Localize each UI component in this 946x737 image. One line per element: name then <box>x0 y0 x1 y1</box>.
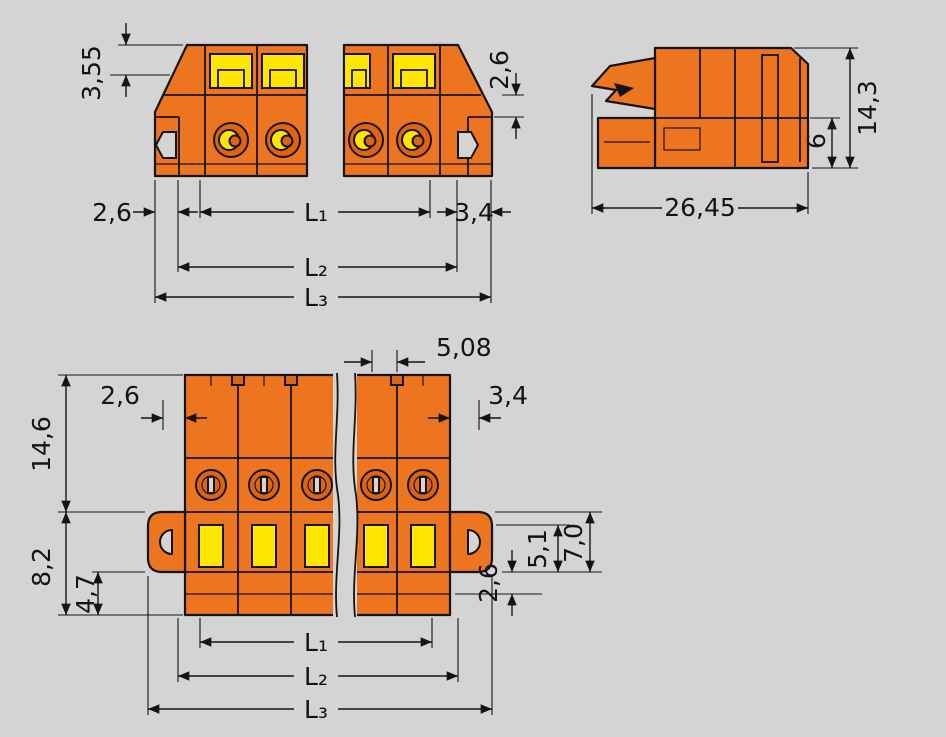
dim-front-34: 3,4 <box>454 198 494 227</box>
clamp-window <box>261 53 305 89</box>
dim-side-2645: 26,45 <box>664 193 736 222</box>
clamp-window <box>392 53 436 89</box>
front-left-conductor-openings <box>213 122 301 158</box>
front-view <box>153 43 494 178</box>
locking-latch <box>590 56 657 111</box>
screw-opening <box>301 469 333 501</box>
screw-opening <box>248 469 280 501</box>
dim-bottom-146: 14,6 <box>27 416 56 472</box>
front-left-clamp-windows <box>209 53 305 89</box>
dimension-lines <box>110 23 524 310</box>
side-details <box>604 48 808 168</box>
front-left-details <box>155 45 307 176</box>
bottom-screw-openings <box>195 469 439 501</box>
bottom-view-dimensions: 5,08 2,6 3,4 14,6 8,2 4,7 5,1 7,0 2,6 L₁… <box>27 333 602 724</box>
dim-bottom-l3: L₃ <box>304 695 328 724</box>
dim-bottom-l1: L₁ <box>304 628 328 657</box>
clamp-window <box>209 53 253 89</box>
latch-notch <box>614 83 634 97</box>
screw-opening <box>407 469 439 501</box>
spring-window <box>304 524 330 568</box>
screw-opening <box>195 469 227 501</box>
spring-window <box>251 524 277 568</box>
dim-front-l3: L₃ <box>304 283 328 312</box>
flange-mounting-hole-right <box>467 528 481 556</box>
dimension-lines <box>58 350 602 722</box>
flange-hole-right <box>457 131 480 159</box>
dim-bottom-26-right: 2,6 <box>474 563 503 603</box>
flange-mounting-hole-left <box>159 528 173 556</box>
side-view <box>590 46 810 170</box>
dim-side-143: 14,3 <box>853 80 882 136</box>
bottom-view <box>146 372 494 618</box>
dim-front-l1: L₁ <box>304 198 328 227</box>
side-view-dimensions: 26,45 14,3 6 <box>591 47 882 222</box>
spring-window <box>363 524 389 568</box>
dim-front-26-right: 2,6 <box>485 50 514 90</box>
flange-hole-left <box>154 131 177 159</box>
front-right-clamp-windows <box>343 53 436 89</box>
side-rear-block <box>596 116 657 170</box>
dim-bottom-26-left: 2,6 <box>100 381 140 410</box>
dim-bottom-51: 5,1 <box>523 529 552 569</box>
dim-bottom-508: 5,08 <box>436 333 492 362</box>
dim-bottom-70: 7,0 <box>559 523 588 563</box>
front-view-dimensions: 3,55 2,6 L₁ 3,4 2,6 L₂ L₃ <box>77 23 524 312</box>
break-lines <box>333 372 359 618</box>
dim-front-355: 3,55 <box>77 45 106 101</box>
dim-front-26-left: 2,6 <box>92 198 132 227</box>
spring-window <box>198 524 224 568</box>
dim-bottom-34: 3,4 <box>488 381 528 410</box>
dim-front-l2: L₂ <box>304 253 328 282</box>
bottom-details <box>185 374 450 615</box>
dimension-lines <box>591 47 858 221</box>
bottom-spring-windows <box>198 524 436 568</box>
dim-bottom-l2: L₂ <box>304 662 328 691</box>
front-right-conductor-openings <box>348 122 432 158</box>
dim-bottom-47: 4,7 <box>71 574 100 614</box>
dim-side-6: 6 <box>802 133 831 149</box>
dim-bottom-82: 8,2 <box>27 547 56 587</box>
screw-opening <box>360 469 392 501</box>
spring-window <box>410 524 436 568</box>
